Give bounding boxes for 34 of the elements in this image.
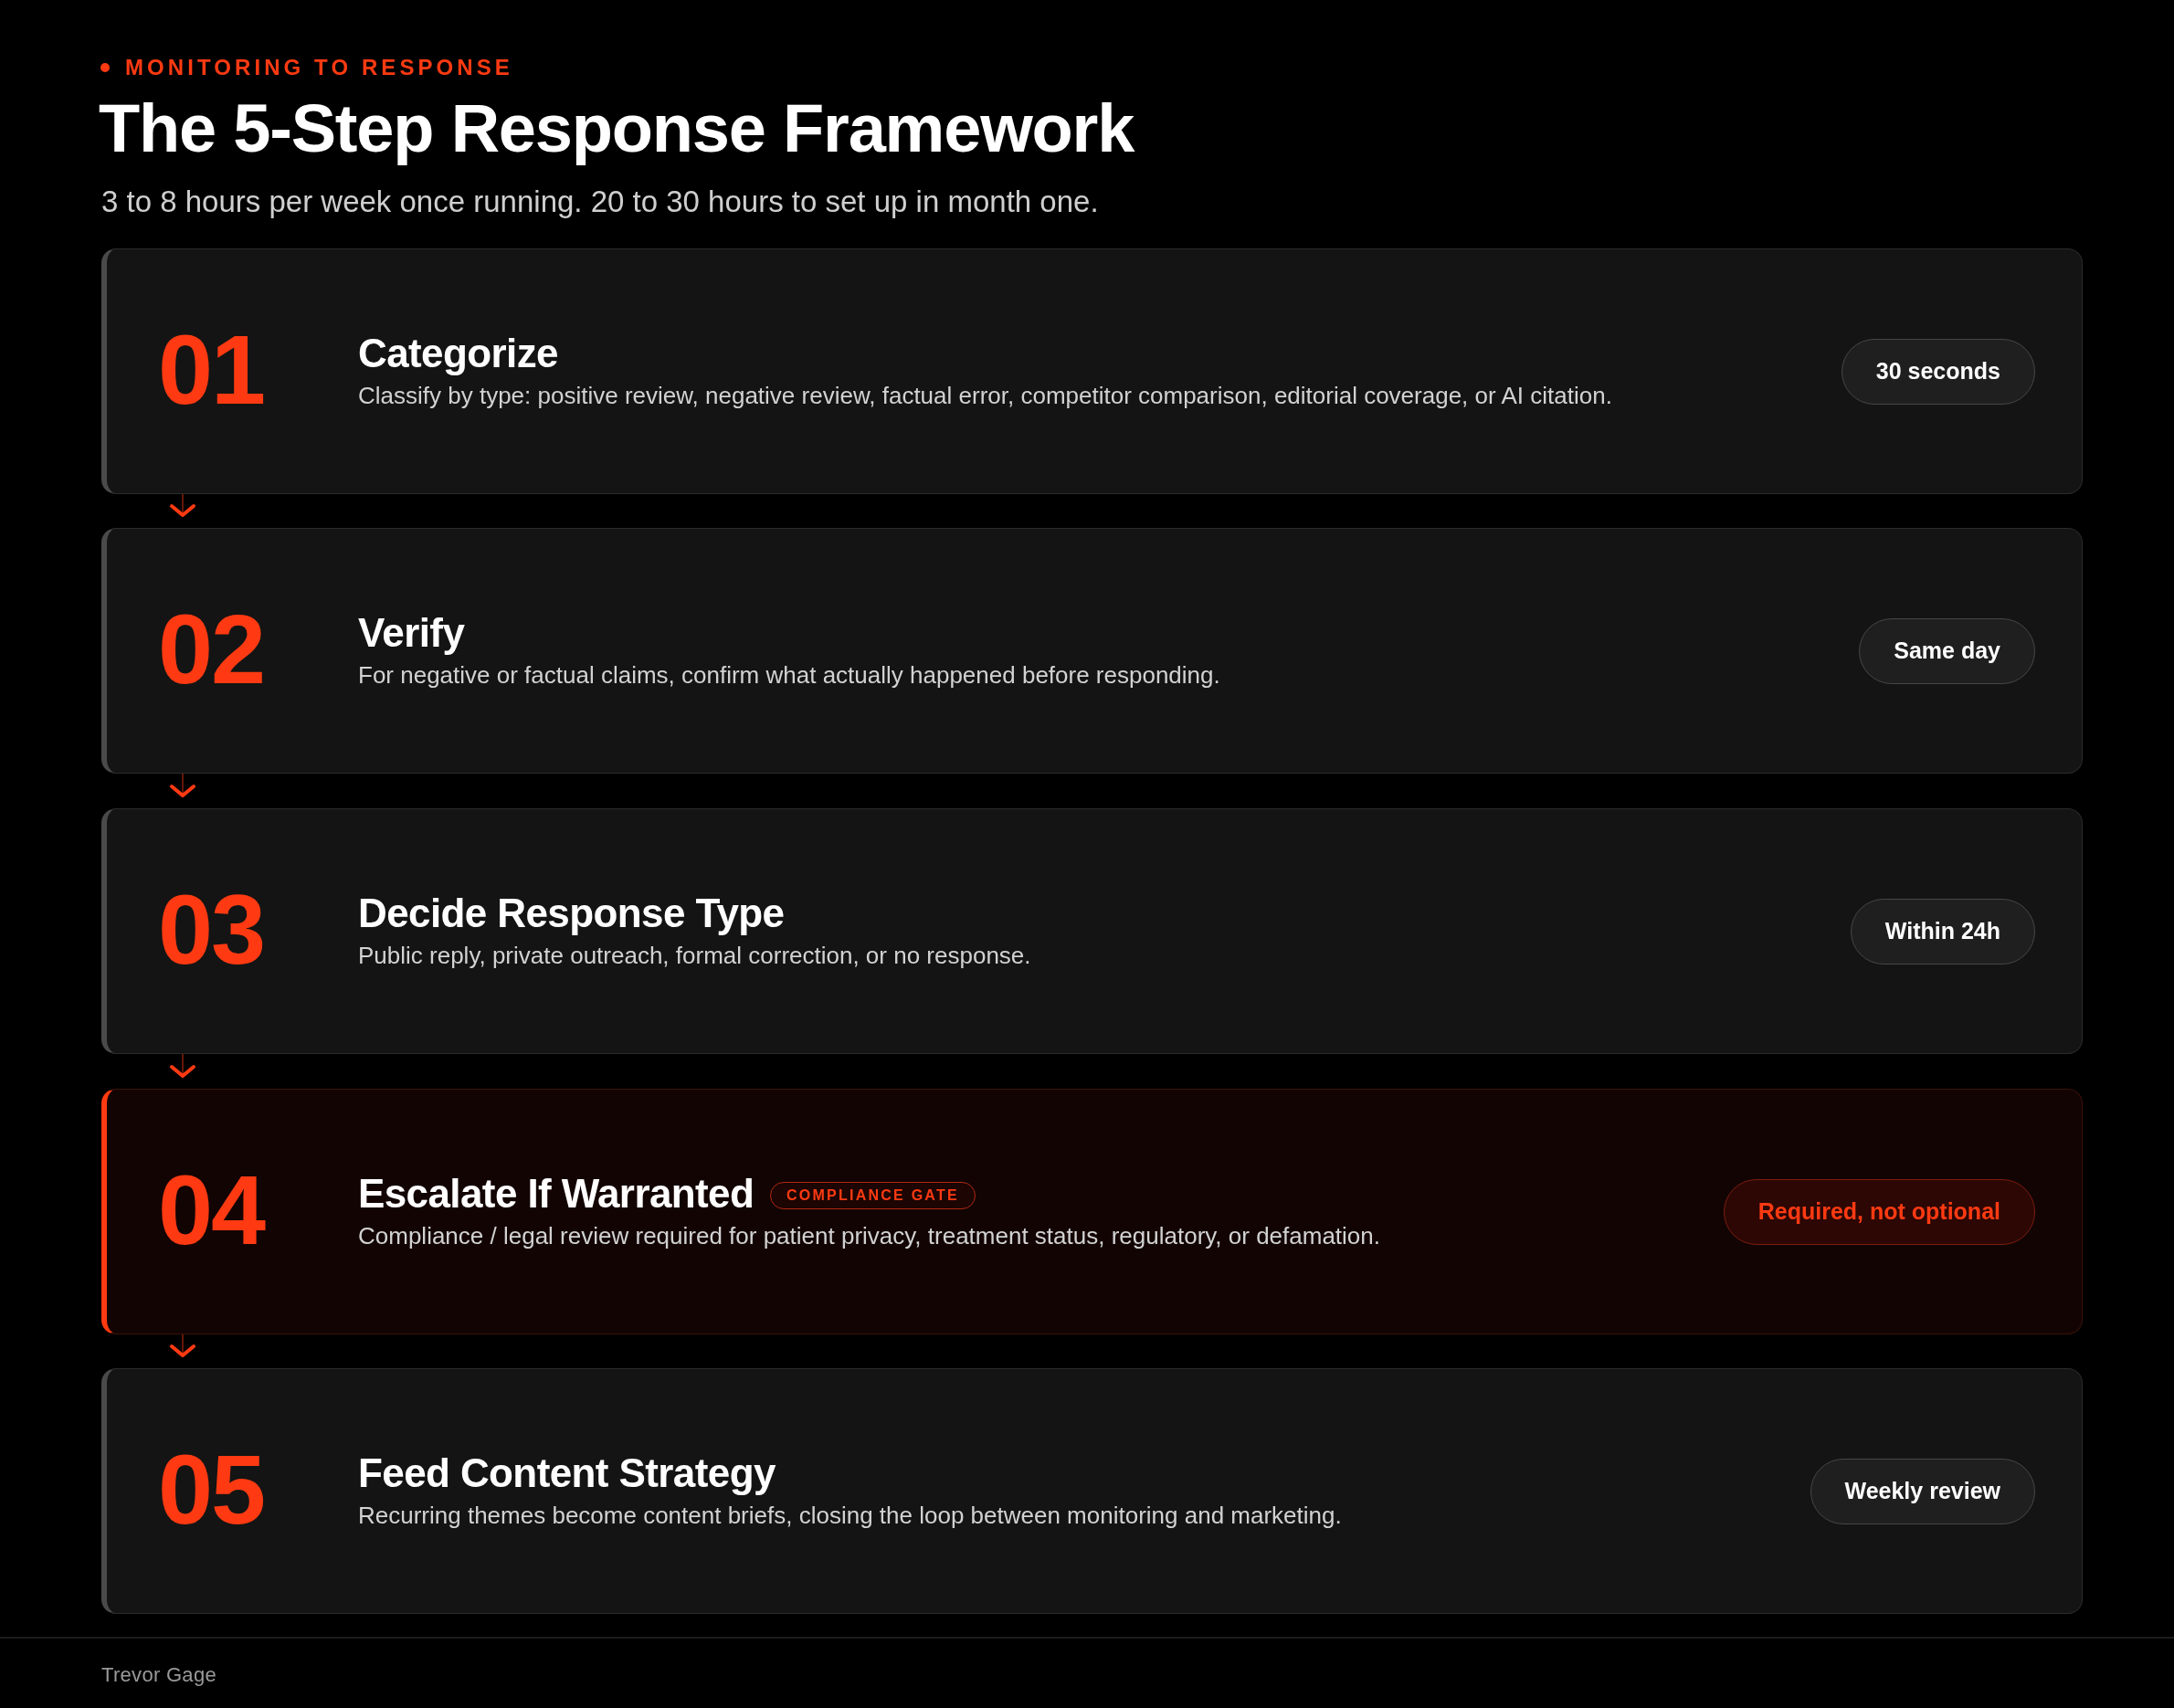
step-title: Verify: [358, 611, 465, 656]
step-card: [101, 808, 2083, 1054]
duration-pill: 30 seconds: [1841, 338, 2035, 405]
step-description: Public reply, private outreach, formal correction, or no response.: [358, 941, 1031, 971]
step-title: Decide Response Type: [358, 891, 785, 936]
subtitle: 3 to 8 hours per week once running. 20 to 30 hours to set up in month one.: [101, 184, 1099, 220]
chevron-arrow: [170, 1053, 195, 1078]
step-description: Compliance / legal review required for patient privacy, treatment status, regulatory, or defamation.: [358, 1221, 1380, 1251]
step-card: [101, 1368, 2083, 1614]
step-description: For negative or factual claims, confirm what actually happened before responding.: [358, 660, 1220, 691]
chevron-arrow: [170, 1334, 195, 1357]
step-description: Classify by type: positive review, negative review, factual error, competitor comparison, editorial coverage, or AI citation.: [358, 381, 1612, 411]
step-number: 04: [158, 1158, 265, 1262]
step-title: Categorize: [358, 332, 558, 376]
step-card: [101, 248, 2083, 494]
step-number: 03: [158, 878, 265, 982]
gate-badge: COMPLIANCE GATE: [770, 1182, 976, 1209]
title: The 5-Step Response Framework: [99, 91, 1134, 166]
chevron-arrow: [170, 773, 195, 797]
duration-pill: Within 24h: [1850, 898, 2035, 965]
chevron-arrow: [170, 493, 195, 517]
step-number: 05: [158, 1438, 265, 1542]
duration-pill: Weekly review: [1810, 1458, 2035, 1524]
step-card: [101, 528, 2083, 774]
step-title: Escalate If Warranted: [358, 1172, 755, 1217]
highlighted-step-card: [101, 1089, 2083, 1334]
duration-pill: Same day: [1859, 617, 2035, 684]
step-description: Recurring themes become content briefs, closing the loop between monitoring and marketing.: [358, 1501, 1342, 1531]
step-number: 02: [158, 597, 265, 701]
step-number: 01: [158, 318, 265, 422]
step-title: Feed Content Strategy: [358, 1451, 776, 1496]
author-credit: Trevor Gage: [101, 1663, 216, 1688]
section-kicker: MONITORING TO RESPONSE: [125, 55, 513, 80]
requirement-pill: Required, not optional: [1723, 1178, 2035, 1245]
